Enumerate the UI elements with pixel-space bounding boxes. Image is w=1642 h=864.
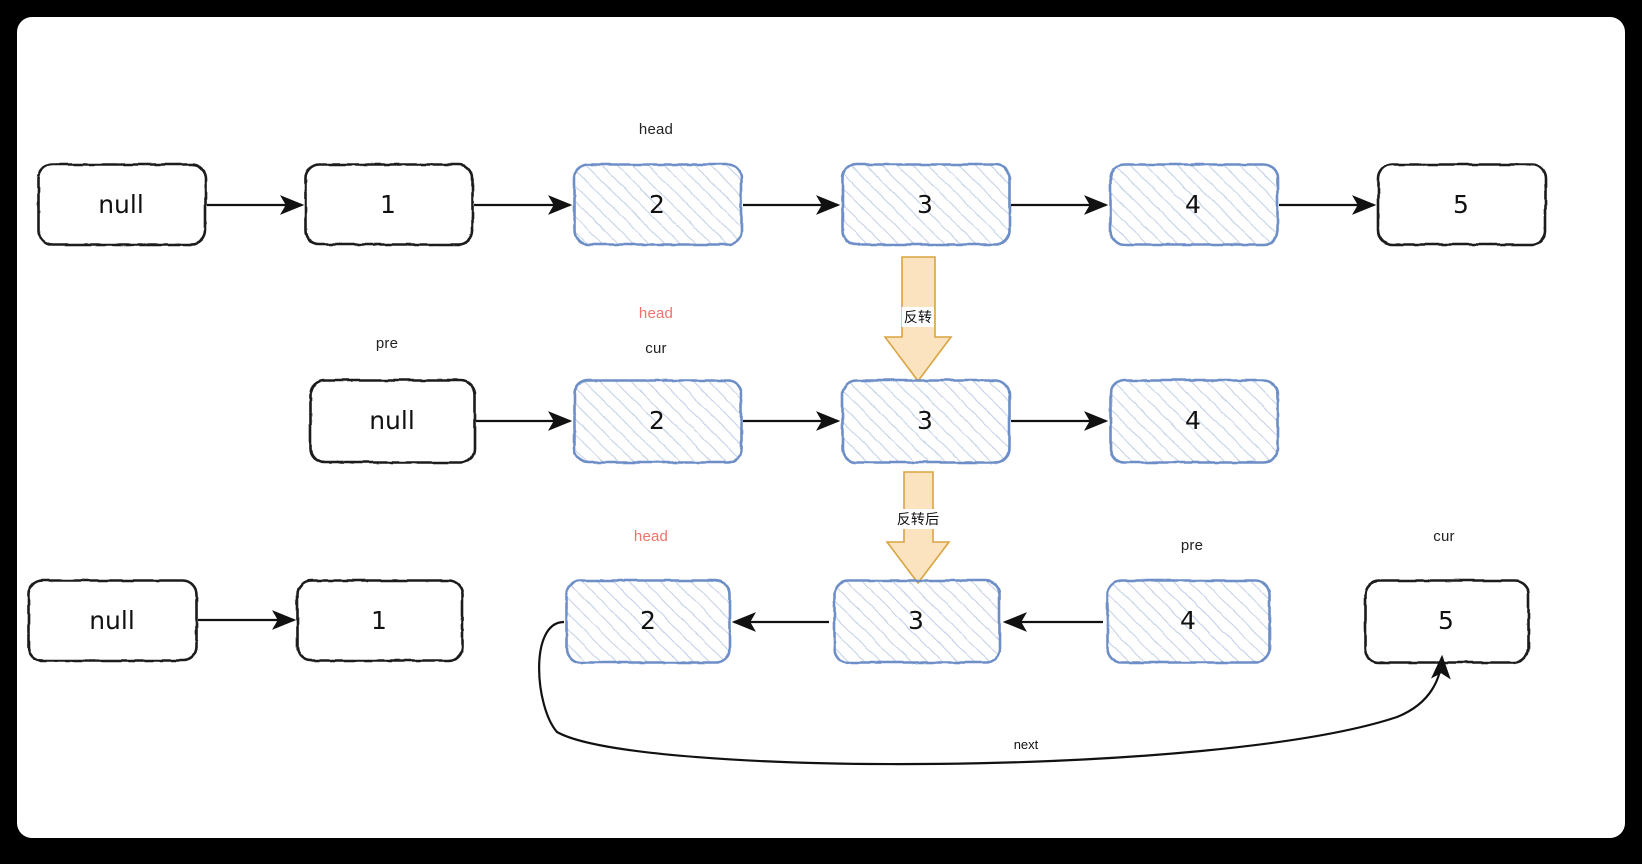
node-box-1 bbox=[295, 578, 464, 662]
next-label: next bbox=[1014, 737, 1039, 752]
node-value: null bbox=[369, 406, 415, 435]
node-value: 4 bbox=[1185, 406, 1201, 435]
node-box-5 bbox=[1376, 162, 1547, 246]
node-value: 2 bbox=[649, 406, 665, 435]
row-after-links bbox=[198, 610, 1103, 632]
node-value: 5 bbox=[1438, 606, 1454, 635]
pointer-label-cur-row3: cur bbox=[1433, 528, 1455, 545]
pointer-label-pre-row3: pre bbox=[1180, 537, 1204, 554]
pointer-label-cur-row2: cur bbox=[645, 340, 667, 357]
node-box-3 bbox=[832, 578, 1001, 664]
pointer-label-head-row2: head bbox=[638, 305, 674, 322]
node-value: 1 bbox=[371, 606, 387, 635]
node-box-3 bbox=[840, 378, 1011, 464]
node-value: 4 bbox=[1185, 190, 1201, 219]
row-during: null 2 3 4 bbox=[308, 378, 1279, 464]
node-box-2 bbox=[572, 378, 743, 464]
node-value: 1 bbox=[380, 190, 396, 219]
diagram-svg: null 1 2 3 4 5 null 2 bbox=[26, 162, 1547, 766]
node-box-2 bbox=[564, 578, 731, 664]
transition-label-2: 反转后 bbox=[894, 509, 942, 529]
diagram-canvas: null 1 2 3 4 5 null 2 bbox=[17, 17, 1625, 838]
node-value: 3 bbox=[917, 406, 933, 435]
node-value: 3 bbox=[908, 606, 924, 635]
node-value: 2 bbox=[649, 190, 665, 219]
node-box-4 bbox=[1108, 378, 1279, 464]
pointer-label-pre-row2: pre bbox=[375, 335, 399, 352]
row-before: null 1 2 3 4 5 bbox=[36, 162, 1547, 246]
next-pointer-edge bbox=[538, 620, 1451, 766]
node-box-2 bbox=[572, 162, 743, 246]
node-value: null bbox=[89, 606, 135, 635]
node-box-1 bbox=[303, 162, 474, 246]
row-after: null 1 2 3 4 5 next bbox=[26, 578, 1530, 766]
node-value: 4 bbox=[1180, 606, 1196, 635]
node-box-4 bbox=[1105, 578, 1271, 664]
node-value: 3 bbox=[917, 190, 933, 219]
node-value: 5 bbox=[1453, 190, 1469, 219]
node-box-null bbox=[36, 162, 207, 246]
node-box-null bbox=[26, 578, 198, 662]
node-value: 2 bbox=[640, 606, 656, 635]
node-box-4 bbox=[1108, 162, 1279, 246]
node-box-3 bbox=[840, 162, 1011, 246]
pointer-label-head-row1: head bbox=[638, 121, 674, 138]
pointer-label-head-row3: head bbox=[633, 528, 669, 545]
node-value: null bbox=[98, 190, 144, 219]
next-label-bg bbox=[1002, 735, 1050, 753]
node-box-null bbox=[308, 378, 476, 464]
transition-label-1: 反转 bbox=[901, 307, 935, 327]
